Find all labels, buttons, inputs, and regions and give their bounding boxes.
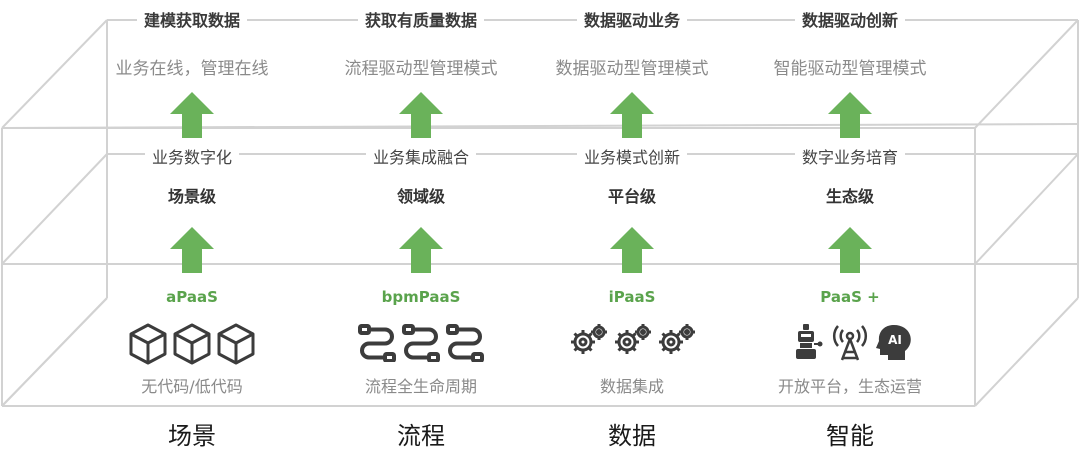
antenna-icon [830,322,870,366]
cube-icon [128,322,168,370]
top-label: 数据驱动创新 [794,13,906,29]
category-label: 流程 [397,422,445,450]
management-mode: 数据驱动型管理模式 [555,59,709,79]
gears-icon [656,322,696,362]
up-arrow-icon [828,227,872,273]
category-label: 数据 [608,422,656,450]
level-label: 领域级 [396,187,446,206]
capability-caption: 流程全生命周期 [364,377,478,396]
up-arrow-icon [828,92,872,138]
business-stage: 业务模式创新 [576,150,688,166]
top-label: 数据驱动业务 [576,13,688,29]
ai-head-icon: AI [874,322,914,366]
ai-label: AI [888,333,902,347]
capability-caption: 开放平台，生态运营 [777,377,923,396]
management-mode: 智能驱动型管理模式 [773,59,927,79]
business-stage: 数字业务培育 [794,150,906,166]
up-arrow-icon [610,92,654,138]
up-arrow-icon [170,92,214,138]
up-arrow-icon [170,227,214,273]
gears-icon [612,322,652,362]
paas-label: bpmPaaS [374,290,468,305]
up-arrow-icon [399,227,443,273]
gears-icon [568,322,608,362]
flow-path-icon [357,322,397,366]
flow-path-icon [445,322,485,366]
level-label: 平台级 [607,187,657,206]
top-label: 获取有质量数据 [357,13,485,29]
flow-path-icon [401,322,441,366]
level-label: 生态级 [825,187,875,206]
top-label: 建模获取数据 [136,13,248,29]
cube-icon [172,322,212,370]
paas-label: aPaaS [159,290,225,305]
capability-caption: 数据集成 [599,377,665,396]
management-mode: 业务在线，管理在线 [115,59,269,79]
up-arrow-icon [399,92,443,138]
category-label: 场景 [168,422,216,450]
level-label: 场景级 [167,187,217,206]
cube-icon [216,322,256,370]
paas-label: PaaS + [813,290,887,305]
paas-label: iPaaS [601,290,663,305]
up-arrow-icon [610,227,654,273]
management-mode: 流程驱动型管理模式 [344,59,498,79]
category-label: 智能 [826,422,874,450]
robot-icon [786,322,826,366]
business-stage: 业务数字化 [144,150,240,166]
capability-caption: 无代码/低代码 [141,377,243,396]
business-stage: 业务集成融合 [365,150,477,166]
